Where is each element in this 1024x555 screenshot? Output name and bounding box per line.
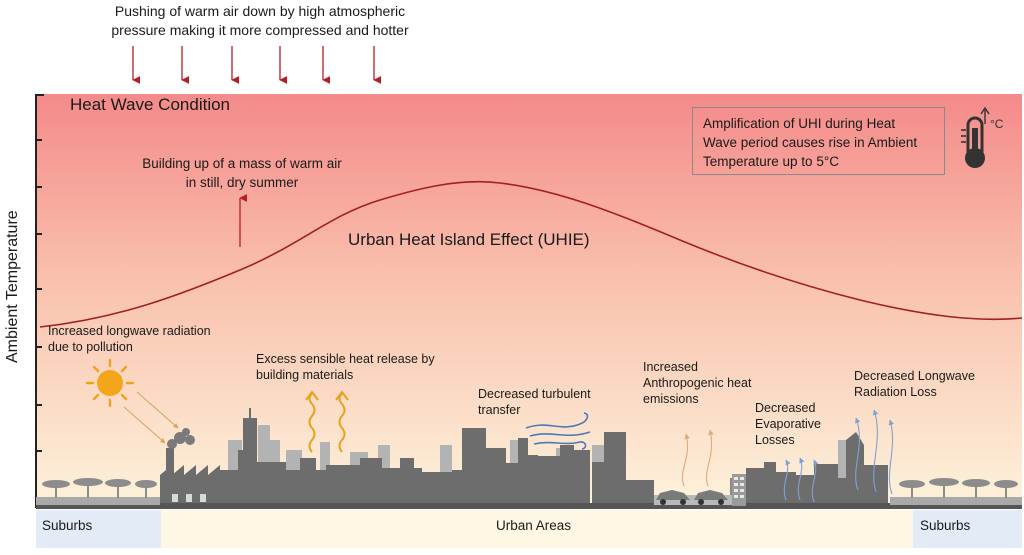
evap-line-1: Decreased [755, 401, 816, 415]
anthro-line-1: Increased [643, 360, 698, 374]
callout-line-1: Amplification of UHI during Heat [703, 116, 896, 131]
evaporative-arrows [783, 457, 819, 503]
urban-skyline [36, 408, 1022, 509]
lw-loss-line-1: Decreased Longwave [854, 369, 975, 383]
suburb-band-left [36, 510, 161, 548]
wind-icon [525, 412, 591, 450]
callout-line-3: Temperature up to 5°C [703, 154, 839, 169]
evap-line-2: Evaporative [755, 417, 822, 431]
longwave-loss-label: Decreased Longwave Radiation Loss [854, 368, 975, 400]
sensible-heat-waves [305, 390, 349, 453]
turbulent-line-2: transfer [478, 403, 521, 417]
longwave-loss-arrows [855, 409, 895, 495]
anthropogenic-heat-label: Increased Anthropogenic heat emissions [643, 359, 751, 407]
uhi-amplification-callout: Amplification of UHI during Heat Wave pe… [692, 107, 945, 175]
y-axis-label: Ambient Temperature [4, 210, 21, 363]
longwave-line-2: due to pollution [48, 340, 133, 354]
lw-loss-line-2: Radiation Loss [854, 385, 937, 399]
zone-label-suburbs-right: Suburbs [920, 518, 971, 533]
anthro-line-3: emissions [643, 392, 699, 406]
turbulent-transfer-label: Decreased turbulent transfer [478, 386, 591, 418]
suburb-band-right [913, 510, 1022, 548]
sensible-heat-label: Excess sensible heat release by building… [256, 351, 435, 383]
turbulent-line-1: Decreased turbulent [478, 387, 591, 401]
pressure-caption: Pushing of warm air down by high atmosph… [60, 2, 460, 40]
warm-air-label: Building up of a mass of warm air in sti… [112, 154, 372, 192]
longwave-line-1: Increased longwave radiation [48, 324, 211, 338]
longwave-radiation-label: Increased longwave radiation due to poll… [48, 323, 211, 355]
warm-air-line-2: in still, dry summer [185, 175, 299, 190]
warm-air-line-1: Building up of a mass of warm air [142, 156, 342, 171]
evap-line-3: Losses [755, 433, 795, 447]
urban-band [161, 510, 913, 548]
uhie-label: Urban Heat Island Effect (UHIE) [348, 230, 590, 249]
zone-label-urban: Urban Areas [496, 518, 572, 533]
pressure-caption-line-2: pressure making it more compressed and h… [111, 22, 409, 38]
anthro-line-2: Anthropogenic heat [643, 376, 752, 390]
anthropogenic-heat-arrows [682, 429, 714, 487]
sun-icon [85, 358, 135, 408]
cars-icon [654, 490, 732, 505]
svg-text:°C: °C [990, 117, 1004, 131]
heat-wave-title: Heat Wave Condition [70, 95, 231, 114]
evaporative-losses-label: Decreased Evaporative Losses [755, 400, 821, 448]
sensible-line-1: Excess sensible heat release by [256, 352, 435, 366]
suburb-trees-left [36, 478, 160, 505]
sensible-line-2: building materials [256, 368, 354, 382]
sun-ray-arrows [123, 391, 179, 444]
suburb-trees-right [890, 478, 1022, 505]
pressure-arrows [132, 46, 382, 84]
thermometer-celsius-icon: °C [961, 106, 1004, 168]
pressure-caption-line-1: Pushing of warm air down by high atmosph… [114, 3, 406, 19]
uhi-curve [39, 180, 1023, 328]
callout-line-2: Wave period causes rise in Ambient [703, 135, 918, 150]
zone-label-suburbs-left: Suburbs [42, 518, 93, 533]
office-building [732, 474, 746, 506]
y-axis [35, 94, 44, 508]
